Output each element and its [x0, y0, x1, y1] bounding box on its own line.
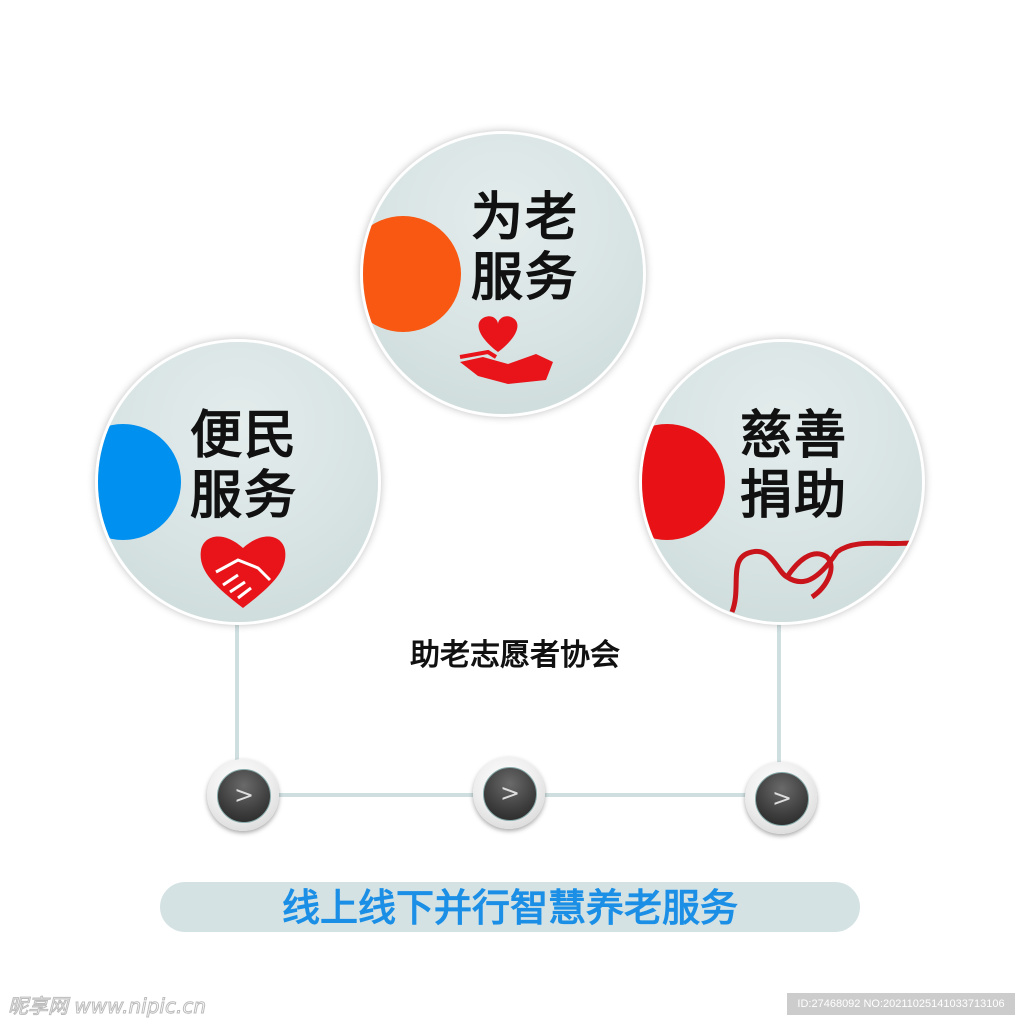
chevron-right-icon: >	[483, 767, 537, 821]
watermark-logo: 昵享网 www.nipic.cn	[7, 994, 207, 1019]
handshake-heart-icon	[200, 536, 286, 608]
accent-disc	[98, 424, 181, 540]
node-title: 慈善捐助	[740, 405, 849, 526]
arrow-button-1[interactable]: >	[207, 759, 279, 831]
node-elderly-service[interactable]: 为老服务	[363, 134, 643, 414]
node-title: 为老服务	[471, 187, 580, 308]
chevron-right-icon: >	[217, 769, 271, 823]
connector-left	[235, 615, 239, 797]
arrow-button-3[interactable]: >	[745, 762, 817, 834]
accent-disc	[363, 216, 461, 332]
image-id-label: ID:27468092 NO:20211025141033713106	[787, 993, 1015, 1015]
heart-in-hand-icon	[459, 316, 553, 384]
accent-disc	[642, 424, 725, 540]
organization-title: 助老志愿者协会	[410, 638, 620, 673]
chevron-right-icon: >	[755, 772, 809, 826]
bottom-banner: 线上线下并行智慧养老服务	[160, 882, 860, 932]
ribbon-heart-icon	[729, 539, 922, 613]
node-charity-donation[interactable]: 慈善捐助	[642, 342, 922, 622]
arrow-button-2[interactable]: >	[473, 757, 545, 829]
node-title: 便民服务	[190, 405, 299, 526]
connector-right	[777, 615, 781, 797]
node-convenience-service[interactable]: 便民服务	[98, 342, 378, 622]
